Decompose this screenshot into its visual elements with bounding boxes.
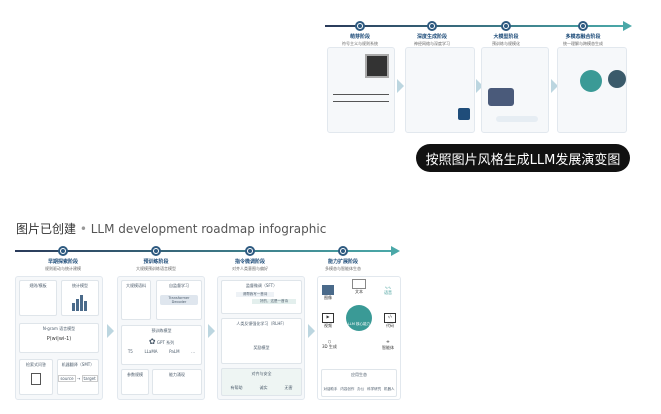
stats-box: 统计模型 [61,280,99,316]
timeline-line [325,25,623,27]
chevron-right-icon [476,79,483,93]
music-notes-icon [333,94,389,102]
stage-panel [405,47,475,133]
chevron-right-icon [107,324,114,338]
chevron-right-icon [208,324,215,338]
chat-bubble [496,116,538,122]
retrieval-box: 检索式问答 [19,359,53,395]
rules-box: 规则/模板 [19,280,57,316]
stage-label: 能力扩展阶段多模态与智能体生态 [325,259,361,271]
timeline-node [338,246,348,256]
timeline-node [501,21,511,31]
result-heading: 图片已创建 • LLM development roadmap infograp… [16,222,327,236]
chevron-right-icon [397,79,404,93]
audio-item: ∿∿语音 [384,285,392,295]
corpus-box: 大规模语料 [121,280,151,320]
emergence-box: 能力涌现 [152,369,202,395]
timeline-arrow-icon [623,21,632,31]
llm-hub: LLM 核心能力 [346,305,372,331]
prompt-message-bubble: 按照图片风格生成LLM发展演变图 [416,144,630,172]
timeline-line [15,250,391,252]
generated-infographic[interactable]: 早期探索阶段规则驱动与统计建模 预训练阶段大规模预训练语言模型 指令微调阶段对齐… [15,240,403,410]
timeline-node [355,21,365,31]
text-item: 文本 [352,279,366,295]
stage-label: 深度生成阶段神经网络与深度学习 [414,34,450,46]
stage-label: 早期探索阶段规则驱动与统计建模 [45,259,81,271]
timeline-node [427,21,437,31]
code-item: ‹/›代码 [384,313,396,328]
stage-label: 预训练阶段大规模预训练语言模型 [136,259,176,271]
smt-box: 机器翻译（SMT）source → target [57,359,99,395]
agent-item: 🤖︎智能体 [382,339,394,350]
timeline-node [58,246,68,256]
network-icon [488,88,514,106]
stage-panel [481,47,549,133]
reference-image-thumbnail[interactable]: 萌芽阶段符号主义与规则系统 深度生成阶段神经网络与深度学习 大模型阶段预训练与规… [325,15,635,140]
timeline-arrow-icon [391,246,400,256]
timeline-node [151,246,161,256]
computer-icon [365,54,389,78]
timeline-node [245,246,255,256]
sft-box: 监督微调（SFT）请帮我写一首诗好的，这是一首诗 [221,280,302,314]
chevron-right-icon [551,79,558,93]
stage-panel [557,47,627,133]
chevron-right-icon [308,324,315,338]
stage-label: 多模态融合阶段统一理解与跨模态生成 [563,34,603,46]
openai-logo-icon: ✿ [148,337,156,346]
image-item: 图像 [322,285,334,301]
document-search-icon [31,373,41,385]
next-arrow-icon [608,70,626,88]
hub-icon [580,70,602,92]
stage-label: 指令微调阶段对齐人类意图与偏好 [232,259,268,271]
stage-panel [327,47,395,133]
alignment-box: 对齐与安全有帮助诚实无害 [221,368,302,396]
rlhf-box: 人类反馈强化学习（RLHF）奖励模型 [221,318,302,364]
params-box: 参数规模 [121,369,149,395]
stage-panel-instruct: 监督微调（SFT）请帮我写一首诗好的，这是一首诗 人类反馈强化学习（RLHF）奖… [217,276,305,400]
apps-box: 应用生态对话助手内容创作办公科学研究机器人 [321,369,397,397]
chip-icon [458,108,470,120]
stage-label: 萌芽阶段符号主义与规则系统 [342,34,378,46]
video-item: ▶视频 [322,313,334,328]
timeline-node [578,21,588,31]
stage-label: 大模型阶段预训练与规模化 [492,34,520,46]
stage-panel-expand: LLM 核心能力 图像 文本 ∿∿语音 ▶视频 ‹/›代码 ⬡3D 生成 🤖︎智… [317,276,401,400]
3d-item: ⬡3D 生成 [322,339,337,349]
